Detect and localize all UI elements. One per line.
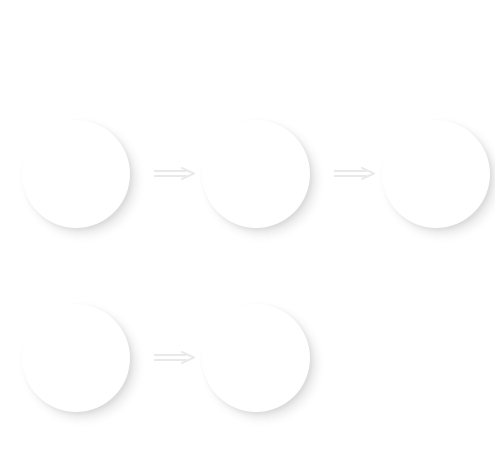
double-arrow-right-icon xyxy=(154,167,198,181)
step-5-circle[interactable] xyxy=(202,304,310,412)
step-3-circle[interactable] xyxy=(382,120,490,228)
step-1-circle[interactable] xyxy=(22,120,130,228)
double-arrow-right-icon xyxy=(334,167,378,181)
step-2-circle[interactable] xyxy=(202,120,310,228)
double-arrow-right-icon xyxy=(154,351,198,365)
step-4-circle[interactable] xyxy=(22,304,130,412)
